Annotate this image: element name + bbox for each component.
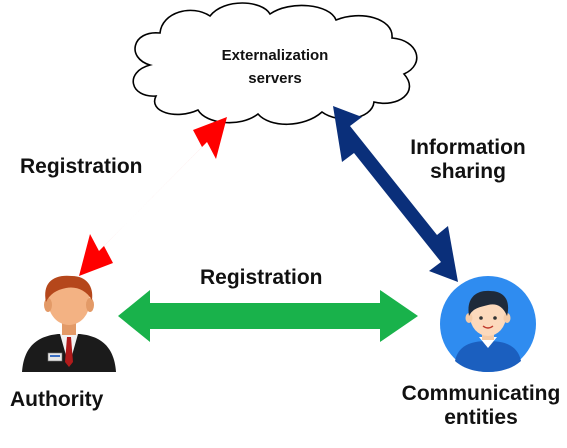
information-sharing-arrow [333,106,458,282]
user-avatar-icon [440,276,536,372]
businessman-icon [22,275,116,372]
cloud-label-line2: servers [248,70,302,88]
information-sharing-line2: sharing [430,160,506,184]
externalization-servers-label: Externalization servers [190,44,360,91]
communicating-entities-line2: entities [444,406,518,430]
communicating-entities-label: Communicating entities [395,382,567,430]
cloud-icon [132,2,418,125]
registration-arrow-bottom [118,290,418,342]
cloud-label-line1: Externalization [221,47,329,64]
registration-label-bottom: Registration [200,266,323,289]
authority-label: Authority [10,388,104,411]
registration-label-left: Registration [20,155,143,178]
communicating-entities-line1: Communicating [401,382,561,405]
registration-arrow-left [79,117,227,276]
information-sharing-line1: Information [410,136,526,159]
information-sharing-label: Information sharing [402,136,534,184]
